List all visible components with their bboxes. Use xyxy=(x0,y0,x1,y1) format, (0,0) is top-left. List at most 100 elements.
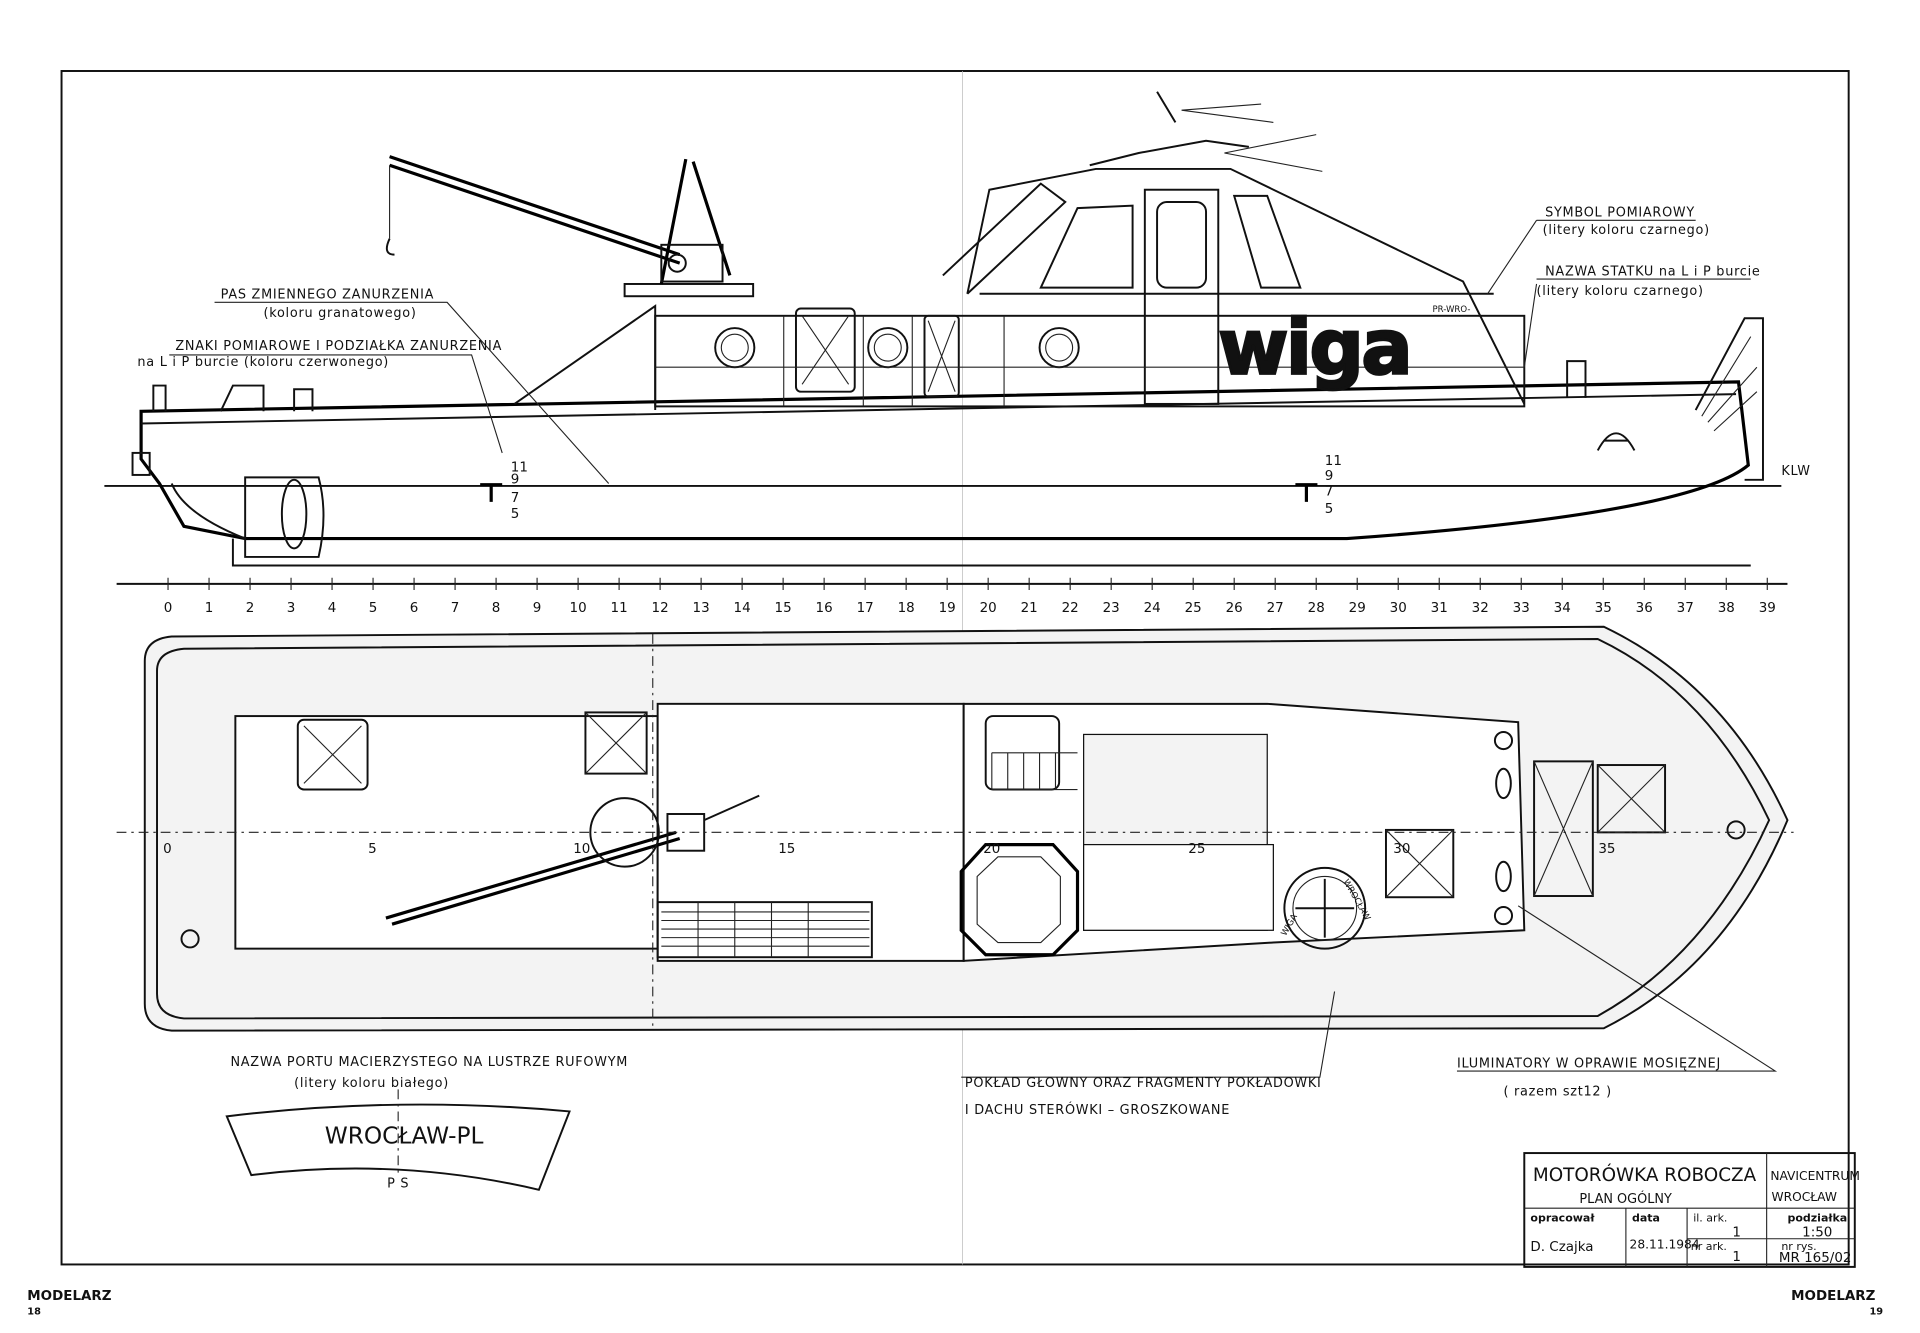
ps-label: P S xyxy=(387,1176,409,1191)
title-block: MOTORÓWKA ROBOCZA PLAN OGÓLNY NAVICENTRU… xyxy=(1523,1152,1860,1268)
nazwa-title: NAZWA STATKU na L i P burcie xyxy=(1545,264,1760,279)
ilum-sub: ( razem szt12 ) xyxy=(1503,1085,1611,1100)
profile-view: wiga PR-WRO- 11 9 7 5 11 xyxy=(104,91,1810,567)
tb-sheet-no: 1 xyxy=(1732,1250,1741,1265)
frame-label: 37 xyxy=(1677,601,1694,616)
hull-registration: PR-WRO- xyxy=(1432,305,1470,315)
plan-frame-label: 15 xyxy=(778,842,795,857)
frame-label: 26 xyxy=(1226,601,1243,616)
svg-text:5: 5 xyxy=(511,507,520,522)
tb-sheet-no-label: nr ark. xyxy=(1691,1240,1727,1253)
tb-city: WROCŁAW xyxy=(1772,1190,1837,1204)
plan-frame-label: 30 xyxy=(1393,842,1410,857)
hull-profile xyxy=(139,380,1750,541)
frame-label: 35 xyxy=(1595,601,1612,616)
plan-frame-label: 0 xyxy=(163,842,172,857)
plan-frame-label: 25 xyxy=(1188,842,1205,857)
frame-label: 33 xyxy=(1513,601,1530,616)
tb-sheets: 1 xyxy=(1732,1225,1741,1240)
nazwa-sub: (litery koloru czarnego) xyxy=(1537,284,1704,299)
frame-label: 7 xyxy=(451,601,460,616)
frame-label: 31 xyxy=(1431,601,1448,616)
frame-label: 12 xyxy=(652,601,669,616)
draft-marks-fore: 11 9 7 5 xyxy=(1295,454,1342,517)
frame-label: 38 xyxy=(1718,601,1735,616)
frame-label: 0 xyxy=(164,601,173,616)
deck-title: POKŁAD GŁOWNY ORAZ FRAGMENTY POKŁADOWKI xyxy=(965,1076,1322,1091)
frame-label: 6 xyxy=(410,601,419,616)
deck-sub: I DACHU STERÓWKI – GROSZKOWANE xyxy=(965,1102,1230,1118)
frame-label: 2 xyxy=(246,601,255,616)
frame-label: 34 xyxy=(1554,601,1571,616)
frame-label: 10 xyxy=(570,601,587,616)
tb-scale: 1:50 xyxy=(1802,1225,1832,1240)
footer-left-brand: MODELARZ xyxy=(27,1289,112,1304)
svg-text:11: 11 xyxy=(1325,454,1342,469)
transom-name: WROCŁAW-PL xyxy=(325,1122,484,1149)
frame-label: 11 xyxy=(611,601,628,616)
klw-label: KLW xyxy=(1781,464,1810,479)
tb-subtitle: PLAN OGÓLNY xyxy=(1579,1191,1672,1207)
svg-text:9: 9 xyxy=(511,473,520,488)
frame-label: 20 xyxy=(980,601,997,616)
frame-label: 15 xyxy=(775,601,792,616)
frame-label: 28 xyxy=(1308,601,1325,616)
boat-name-on-hull: wiga xyxy=(1218,303,1410,391)
ilum-title: ILUMINATORY W OPRAWIE MOSIĘZNEJ xyxy=(1457,1056,1721,1071)
tb-drawing-no-label: nr rys. xyxy=(1781,1240,1816,1253)
symbol-sub: (litery koloru czarnego) xyxy=(1543,223,1710,238)
symbol-title: SYMBOL POMIAROWY xyxy=(1545,206,1695,221)
plan-frame-label: 5 xyxy=(368,842,377,857)
round-hatch xyxy=(1283,866,1367,950)
frame-label: 8 xyxy=(492,601,501,616)
znaki-sub: na L i P burcie (koloru czerwonego) xyxy=(137,355,389,370)
plan-frame-label: 10 xyxy=(573,842,590,857)
frame-label: 27 xyxy=(1267,601,1284,616)
frame-label: 1 xyxy=(205,601,214,616)
crane xyxy=(385,155,732,285)
draft-marks-aft: 11 9 7 5 xyxy=(480,460,528,522)
plan-frame-label: 20 xyxy=(983,842,1000,857)
footer-left-page: 18 xyxy=(27,1307,41,1318)
grating xyxy=(656,901,873,959)
svg-text:7: 7 xyxy=(1325,485,1334,500)
frame-label: 14 xyxy=(734,601,751,616)
frame-label: 32 xyxy=(1472,601,1489,616)
frame-label: 17 xyxy=(857,601,874,616)
tb-author-label: opracował xyxy=(1530,1212,1595,1225)
tb-drawing-no: MR 165/02 xyxy=(1779,1251,1852,1266)
frame-label: 21 xyxy=(1021,601,1038,616)
frame-label: 29 xyxy=(1349,601,1366,616)
frame-label: 22 xyxy=(1062,601,1079,616)
frame-label: 39 xyxy=(1759,601,1776,616)
frame-label: 30 xyxy=(1390,601,1407,616)
pas-sub: (koloru granatowego) xyxy=(264,306,417,321)
frame-label: 19 xyxy=(939,601,956,616)
svg-text:11: 11 xyxy=(511,460,528,475)
frame-label: 36 xyxy=(1636,601,1653,616)
pas-title: PAS ZMIENNEGO ZANURZENIA xyxy=(221,288,434,303)
portholes xyxy=(714,327,1080,369)
tb-sheets-label: il. ark. xyxy=(1693,1212,1727,1225)
frame-label: 3 xyxy=(287,601,296,616)
tb-title: MOTORÓWKA ROBOCZA xyxy=(1533,1164,1757,1186)
frame-label: 13 xyxy=(693,601,710,616)
port-title: NAZWA PORTU MACIERZYSTEGO NA LUSTRZE RUF… xyxy=(230,1055,628,1070)
footer-right-page: 19 xyxy=(1869,1307,1883,1318)
znaki-title: ZNAKI POMIAROWE I PODZIAŁKA ZANURZENIA xyxy=(175,339,502,354)
plan-frame-labels: 0 5 10 15 20 25 30 35 xyxy=(163,842,1615,857)
svg-text:5: 5 xyxy=(1325,502,1334,517)
frame-label: 18 xyxy=(898,601,915,616)
frame-label: 9 xyxy=(533,601,542,616)
tb-scale-label: podziałka xyxy=(1787,1212,1847,1225)
svg-text:9: 9 xyxy=(1325,469,1334,484)
footer-right-brand: MODELARZ xyxy=(1791,1289,1876,1304)
tb-date-label: data xyxy=(1632,1212,1660,1225)
plan-frame-label: 35 xyxy=(1598,842,1615,857)
frame-label: 5 xyxy=(369,601,378,616)
svg-text:7: 7 xyxy=(511,491,520,506)
frame-label: 4 xyxy=(328,601,337,616)
tb-date: 28.11.1984 xyxy=(1630,1238,1700,1252)
